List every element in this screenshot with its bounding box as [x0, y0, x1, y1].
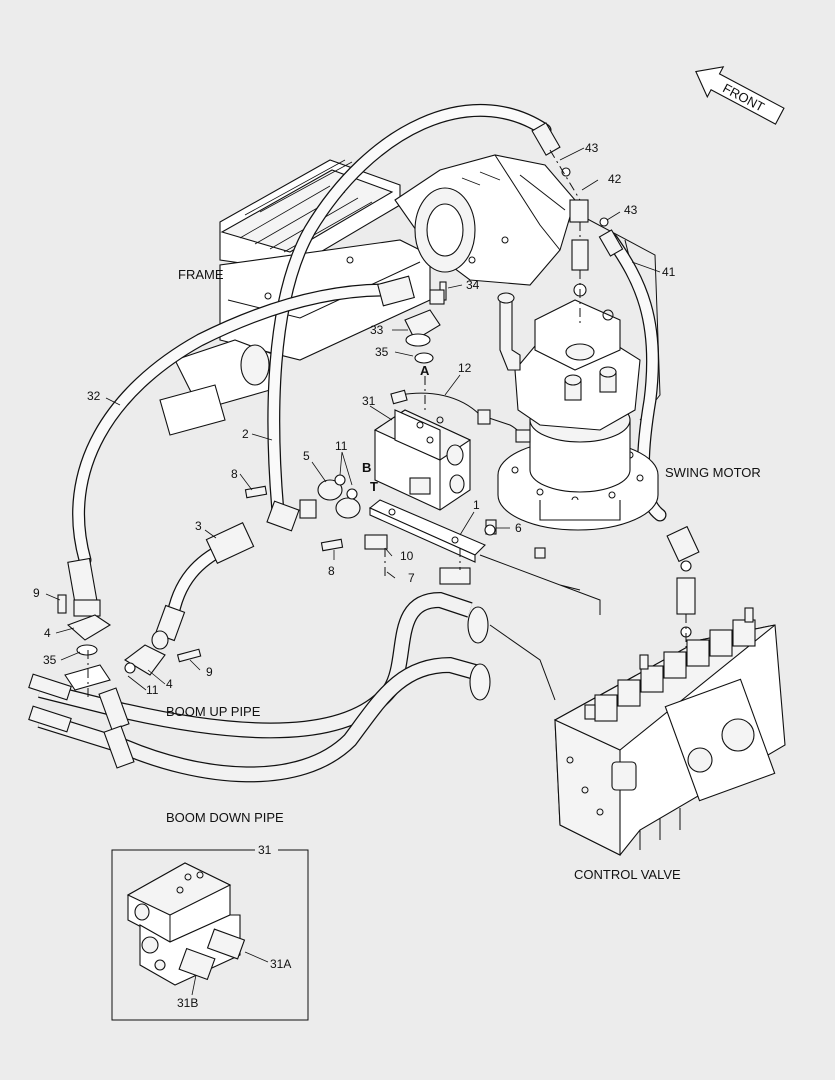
callout-42: 42 — [608, 172, 622, 186]
callout-43-lower: 43 — [624, 203, 638, 217]
inset-box — [111, 849, 309, 1021]
callout-1: 1 — [473, 498, 480, 512]
callout-35-lower: 35 — [43, 653, 57, 667]
swing-motor — [497, 292, 659, 531]
callout-4-right: 4 — [166, 677, 173, 691]
callout-35-upper: 35 — [375, 345, 389, 359]
flange-set — [205, 474, 361, 564]
port-b-label: B — [362, 460, 371, 475]
control-valve — [553, 607, 786, 856]
callout-4-left: 4 — [44, 626, 51, 640]
boom-pipes — [28, 591, 556, 783]
leader-lines — [45, 147, 661, 691]
callout-7: 7 — [408, 571, 415, 585]
callout-32: 32 — [87, 389, 101, 403]
callout-41: 41 — [662, 265, 676, 279]
lower-left-fittings — [57, 557, 202, 700]
callout-8-lower: 8 — [328, 564, 335, 578]
callout-6: 6 — [515, 521, 522, 535]
callout-5: 5 — [303, 449, 310, 463]
callout-33: 33 — [370, 323, 384, 337]
front-arrow: FRONT — [695, 66, 785, 125]
callout-9-left: 9 — [33, 586, 40, 600]
callout-12: 12 — [458, 361, 472, 375]
callout-10: 10 — [400, 549, 414, 563]
callout-11-upper: 11 — [335, 439, 348, 453]
inset-title: 31 — [258, 843, 272, 857]
callout-11-lower: 11 — [146, 683, 159, 697]
callout-31: 31 — [362, 394, 376, 408]
callout-2: 2 — [242, 427, 249, 441]
swing-motor-label: SWING MOTOR — [665, 465, 761, 480]
valve-block-31 — [373, 376, 531, 511]
callouts: 43 42 43 41 34 33 35 12 31 32 2 11 5 8 1… — [33, 141, 676, 697]
port-t-label: T — [370, 479, 378, 494]
callout-34: 34 — [466, 278, 480, 292]
inset-labels: 31 31A 31B — [177, 843, 291, 1010]
callout-8-upper: 8 — [231, 467, 238, 481]
fitting-33 — [377, 275, 447, 364]
port-a-label: A — [420, 363, 430, 378]
frame-label: FRAME — [178, 267, 224, 282]
labels: FRAME SWING MOTOR BOOM UP PIPE BOOM DOWN… — [166, 267, 761, 882]
callout-3: 3 — [195, 519, 202, 533]
callout-9-right: 9 — [206, 665, 213, 679]
inset-label-31a: 31A — [270, 957, 291, 971]
mounting-plate-1 — [364, 499, 601, 615]
boom-up-pipe-label: BOOM UP PIPE — [166, 704, 261, 719]
callout-43-upper: 43 — [585, 141, 599, 155]
swing-motor-fittings — [531, 122, 700, 650]
inset-label-31b: 31B — [177, 996, 198, 1010]
boom-down-pipe-label: BOOM DOWN PIPE — [166, 810, 284, 825]
frame-structure — [159, 154, 661, 436]
control-valve-label: CONTROL VALVE — [574, 867, 681, 882]
